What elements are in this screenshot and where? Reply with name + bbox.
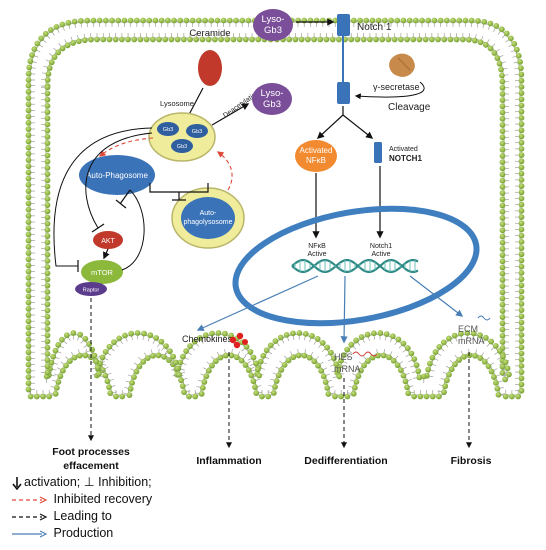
- raptor: Raptor: [75, 282, 107, 296]
- notch1-active-label: Notch1: [370, 243, 392, 250]
- inhibition-arc-inner: [85, 132, 153, 229]
- svg-text:NOTCH1: NOTCH1: [389, 154, 422, 163]
- activated-notch1: Activated NOTCH1: [374, 142, 422, 163]
- svg-text:Activated: Activated: [300, 146, 333, 155]
- black-dashed-arrow-icon: [12, 513, 48, 521]
- cell-membrane: [25, 17, 525, 400]
- gamma-secretase-label: γ-secretase: [373, 82, 420, 92]
- svg-text:Activated: Activated: [389, 146, 418, 153]
- svg-text:Auto-: Auto-: [200, 210, 217, 217]
- notch1-label: Notch 1: [357, 22, 392, 33]
- svg-text:Gb3: Gb3: [264, 25, 282, 36]
- lyso-gb3-top: Lyso- Gb3: [253, 9, 293, 41]
- activation-arrow-icon: [12, 476, 22, 490]
- svg-text:mTOR: mTOR: [91, 268, 114, 277]
- svg-text:Gb3: Gb3: [263, 99, 281, 110]
- hes-mrna-label: HES: [334, 352, 353, 362]
- outcome-dedifferentiation: Dedifferentiation: [304, 455, 387, 467]
- cleavage-label: Cleavage: [388, 102, 431, 113]
- activated-nfkb: Activated NFκB: [295, 140, 337, 172]
- nucleus: [232, 205, 480, 327]
- lysosome: Gb3 Gb3 Gb3: [148, 112, 216, 162]
- ecm-mrna-label-2: mRNA: [458, 336, 485, 346]
- mtor-feedback: [121, 189, 145, 271]
- autophagolysosome: Auto- phagolysosome: [171, 187, 245, 249]
- chemokines-label: Chemokines: [182, 334, 233, 344]
- notch1-receptor: [337, 14, 350, 104]
- svg-text:NFκB: NFκB: [306, 156, 326, 165]
- legend: activation; ⊥ Inhibition; Inhibited reco…: [10, 474, 310, 542]
- outcome-foot-processes-2: effacement: [63, 460, 119, 472]
- hes-mrna-strand: [352, 351, 378, 357]
- outcome-foot-processes: Foot processes: [52, 446, 130, 458]
- legend-production: Production: [10, 525, 310, 542]
- auto-phagosome: Auto-Phagosome: [79, 155, 155, 195]
- production-arrow-ecm: [409, 275, 464, 317]
- svg-text:Lyso-: Lyso-: [262, 14, 285, 25]
- svg-text:Gb3: Gb3: [163, 127, 173, 133]
- mtor: mTOR: [81, 260, 123, 284]
- ceramide-label: Ceramide: [189, 28, 230, 39]
- chemokine-dots: [229, 332, 248, 349]
- outcome-inflammation: Inflammation: [196, 455, 261, 467]
- legend-inhibited-recovery: Inhibited recovery: [10, 491, 310, 508]
- ceramide-channel: [198, 50, 222, 86]
- blue-arrow-icon: [12, 530, 48, 538]
- svg-text:Lyso-: Lyso-: [261, 88, 284, 99]
- svg-text:Auto-Phagosome: Auto-Phagosome: [86, 171, 148, 180]
- gamma-secretase: [389, 53, 415, 77]
- dna-helix: [291, 259, 419, 273]
- red-dashed-arrow-icon: [12, 496, 48, 504]
- ecm-mrna-label: ECM: [458, 324, 478, 334]
- inhibition-arc-outer: [53, 127, 153, 267]
- svg-text:Gb3: Gb3: [177, 144, 187, 150]
- inhibited-recovery-arrow-2: [216, 151, 233, 191]
- legend-leading-to: Leading to: [10, 508, 310, 525]
- lyso-gb3-right: Lyso- Gb3: [252, 83, 292, 115]
- inhibition-bracket: [149, 183, 209, 201]
- legend-activation: activation; ⊥ Inhibition;: [10, 474, 310, 491]
- svg-text:Gb3: Gb3: [192, 129, 202, 135]
- production-arrow-chemokines: [196, 275, 319, 331]
- production-arrow-hes: [340, 275, 348, 344]
- cleavage-arrow: [354, 81, 425, 100]
- nfkb-active-label-2: Active: [307, 251, 326, 258]
- hes-mrna-label-2: mRNA: [334, 364, 361, 374]
- inhibition-mark: [115, 189, 131, 209]
- lysosome-label: Lysosome: [160, 99, 194, 108]
- nfkb-active-label: NFκB: [308, 243, 326, 250]
- svg-text:Raptor: Raptor: [83, 288, 100, 294]
- notch1-active-label-2: Active: [371, 251, 390, 258]
- svg-text:phagolysosome: phagolysosome: [183, 219, 232, 226]
- ecm-mrna-strand: [477, 315, 491, 321]
- svg-text:AKT: AKT: [101, 238, 115, 245]
- outcome-fibrosis: Fibrosis: [451, 455, 492, 467]
- akt: AKT: [93, 231, 123, 249]
